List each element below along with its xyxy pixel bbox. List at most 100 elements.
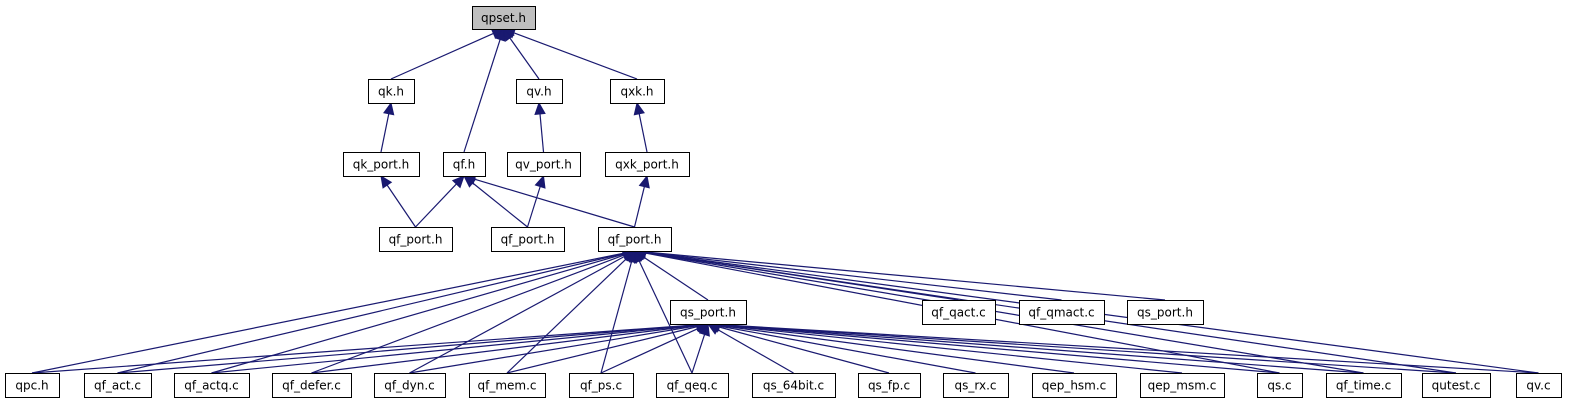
edge-qf-ps-c-to-qf-port-h bbox=[600, 261, 633, 374]
node-qf-port-h-b[interactable]: qf_port.h bbox=[491, 227, 565, 252]
node-qs-rx-c[interactable]: qs_rx.c bbox=[943, 373, 1009, 398]
node-qs-port-h-b[interactable]: qs_port.h bbox=[1127, 300, 1204, 325]
node-box bbox=[5, 373, 60, 398]
node-label: qpc.h bbox=[15, 379, 48, 393]
arrowhead-icon bbox=[534, 174, 546, 189]
node-qf-dyn-c[interactable]: qf_dyn.c bbox=[374, 373, 446, 398]
node-box bbox=[1032, 373, 1117, 398]
node-box bbox=[472, 6, 536, 30]
edge-qs-port-h-a-to-qf-port-h bbox=[643, 256, 709, 301]
node-label: qk.h bbox=[378, 85, 404, 99]
node-label: qxk_port.h bbox=[615, 158, 679, 172]
node-layer: qpset.h qk.h qv.h qxk.h qk_port.h qf.h qv_port… bbox=[5, 6, 1562, 398]
node-box bbox=[656, 373, 729, 398]
node-qv-c[interactable]: qv.c bbox=[1516, 373, 1562, 398]
edge-qf-port-h-to-qxk-port-h bbox=[633, 186, 645, 228]
node-qep-msm-c[interactable]: qep_msm.c bbox=[1140, 373, 1225, 398]
edge-qf-actq-c-to-qs-port-h-a bbox=[211, 324, 698, 374]
node-qf-actq-c[interactable]: qf_actq.c bbox=[174, 373, 250, 398]
node-qxk-port-h[interactable]: qxk_port.h bbox=[605, 152, 690, 177]
node-label: qs_fp.c bbox=[868, 379, 910, 393]
node-qf-mem-c[interactable]: qf_mem.c bbox=[469, 373, 546, 398]
edge-qf-defer-c-to-qs-port-h-a bbox=[311, 324, 698, 374]
node-box bbox=[368, 79, 415, 104]
node-box bbox=[598, 227, 672, 252]
arrowhead-icon bbox=[383, 101, 395, 116]
edge-qxk-port-h-to-qxk-h bbox=[638, 113, 648, 153]
node-qf-qeq-c[interactable]: qf_qeq.c bbox=[656, 373, 729, 398]
node-qxk-h[interactable]: qxk.h bbox=[610, 79, 665, 104]
node-qs-port-h-a[interactable]: qs_port.h bbox=[670, 300, 747, 325]
node-label: qs_rx.c bbox=[955, 379, 997, 393]
node-qf-act-c[interactable]: qf_act.c bbox=[84, 373, 152, 398]
edge-qpc-h-to-qf-port-h bbox=[31, 252, 624, 374]
edge-qf-h-to-qpset-h bbox=[463, 39, 501, 153]
edge-qk-port-h-to-qk-h bbox=[380, 113, 390, 153]
node-label: qf_actq.c bbox=[184, 379, 239, 393]
edge-qep-msm-c-to-qs-port-h-a bbox=[718, 324, 1183, 374]
edge-qf-actq-c-to-qf-port-h bbox=[211, 253, 625, 374]
node-qk-port-h[interactable]: qk_port.h bbox=[343, 152, 420, 177]
node-label: qv_port.h bbox=[515, 158, 572, 172]
node-label: qf.h bbox=[453, 158, 475, 172]
node-label: qf_qeq.c bbox=[667, 379, 718, 393]
node-qf-h[interactable]: qf.h bbox=[443, 152, 486, 177]
edge-qf-dyn-c-to-qf-port-h bbox=[409, 255, 626, 374]
edge-qv-h-to-qpset-h bbox=[509, 37, 540, 80]
edge-qs-fp-c-to-qs-port-h-a bbox=[718, 326, 890, 374]
node-box bbox=[84, 373, 152, 398]
node-qs-fp-c[interactable]: qs_fp.c bbox=[858, 373, 921, 398]
node-box bbox=[605, 152, 690, 177]
arrowhead-icon bbox=[534, 101, 546, 115]
node-label: qs_64bit.c bbox=[763, 379, 824, 393]
edge-qs-64bit-c-to-qs-port-h-a bbox=[717, 328, 794, 374]
node-qs-c[interactable]: qs.c bbox=[1257, 373, 1303, 398]
node-box bbox=[1257, 373, 1303, 398]
node-label: qep_hsm.c bbox=[1042, 379, 1107, 393]
node-qf-ps-c[interactable]: qf_ps.c bbox=[569, 373, 634, 398]
node-qf-defer-c[interactable]: qf_defer.c bbox=[272, 373, 352, 398]
node-box bbox=[507, 152, 581, 177]
node-qv-h[interactable]: qv.h bbox=[516, 79, 563, 104]
node-label: qf_act.c bbox=[94, 379, 141, 393]
node-qf-qact-c[interactable]: qf_qact.c bbox=[922, 300, 996, 325]
arrowhead-icon bbox=[698, 322, 710, 337]
node-qpset-h[interactable]: qpset.h bbox=[472, 6, 536, 30]
node-qep-hsm-c[interactable]: qep_hsm.c bbox=[1032, 373, 1117, 398]
node-qf-time-c[interactable]: qf_time.c bbox=[1326, 373, 1402, 398]
node-label: qv.h bbox=[526, 85, 551, 99]
edge-qs-rx-c-to-qs-port-h-a bbox=[718, 325, 976, 374]
edge-layer bbox=[31, 27, 1539, 374]
edge-qk-h-to-qpset-h bbox=[390, 32, 494, 80]
node-qutest-c[interactable]: qutest.c bbox=[1422, 373, 1491, 398]
edge-qf-port-h-a-to-qk-port-h bbox=[386, 184, 416, 228]
node-label: qf_port.h bbox=[501, 233, 555, 247]
edge-qf-qmact-c-to-qf-port-h bbox=[645, 251, 1062, 301]
node-label: qk_port.h bbox=[353, 158, 410, 172]
edge-qf-dyn-c-to-qs-port-h-a bbox=[409, 325, 698, 374]
node-box bbox=[469, 373, 546, 398]
edge-qf-port-h-b-to-qf-h bbox=[472, 182, 528, 228]
edge-qf-time-c-to-qf-port-h bbox=[645, 252, 1364, 374]
node-box bbox=[922, 300, 996, 325]
node-qf-port-h[interactable]: qf_port.h bbox=[598, 227, 672, 252]
node-label: qs_port.h bbox=[680, 306, 736, 320]
node-qf-qmact-c[interactable]: qf_qmact.c bbox=[1019, 300, 1105, 325]
node-label: qf_ps.c bbox=[580, 379, 622, 393]
node-label: qxk.h bbox=[620, 85, 653, 99]
node-qk-h[interactable]: qk.h bbox=[368, 79, 415, 104]
node-qv-port-h[interactable]: qv_port.h bbox=[507, 152, 581, 177]
node-qpc-h[interactable]: qpc.h bbox=[5, 373, 60, 398]
edge-qf-mem-c-to-qf-port-h bbox=[506, 258, 627, 374]
arrowhead-icon bbox=[451, 175, 465, 189]
node-box bbox=[491, 227, 565, 252]
edge-qs-port-h-b-to-qf-port-h bbox=[645, 251, 1166, 301]
node-qf-port-h-a[interactable]: qf_port.h bbox=[379, 227, 453, 252]
node-box bbox=[858, 373, 921, 398]
node-box bbox=[272, 373, 352, 398]
node-label: qf_qmact.c bbox=[1028, 306, 1094, 320]
node-qs-64bit-c[interactable]: qs_64bit.c bbox=[752, 373, 836, 398]
edge-qv-c-to-qs-port-h-a bbox=[718, 324, 1539, 374]
node-label: qpset.h bbox=[481, 11, 526, 25]
